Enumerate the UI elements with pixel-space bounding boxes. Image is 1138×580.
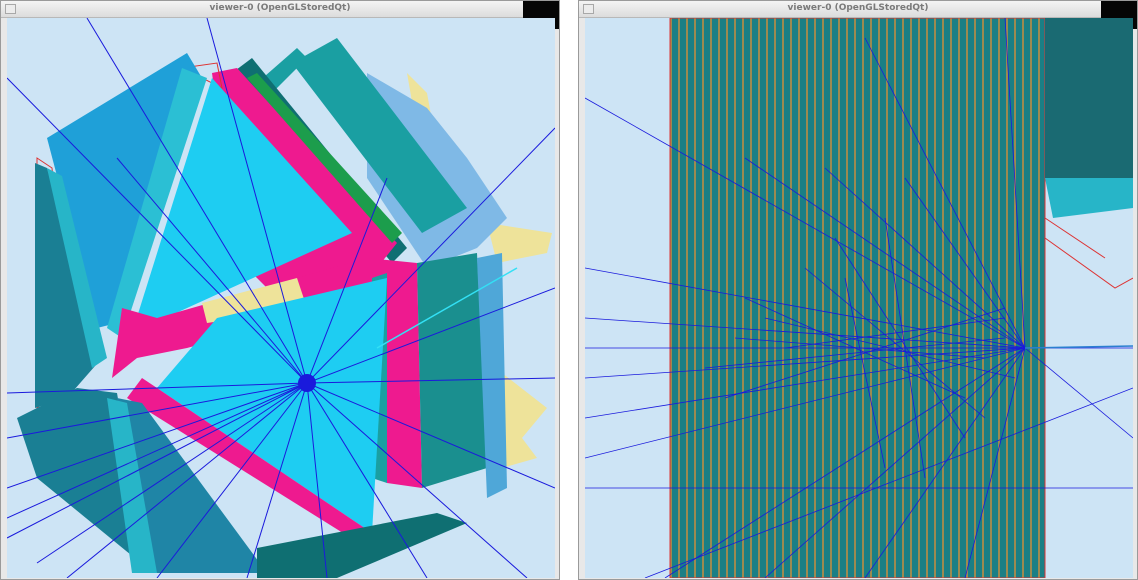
viewer-window-right: viewer-0 (OpenGLStoredQt) bbox=[578, 0, 1138, 580]
vertex bbox=[298, 374, 316, 392]
track-line bbox=[66, 382, 308, 578]
track-line bbox=[585, 347, 1026, 419]
opengl-viewport[interactable] bbox=[585, 18, 1133, 578]
right-module bbox=[1045, 18, 1133, 178]
track-line bbox=[844, 277, 886, 469]
track-line bbox=[724, 307, 1006, 399]
track-line bbox=[206, 18, 308, 384]
track-line bbox=[585, 347, 1026, 459]
track-line bbox=[1024, 347, 1133, 439]
track-line bbox=[306, 287, 555, 384]
detector-panel bbox=[502, 373, 547, 468]
track-line bbox=[7, 382, 308, 519]
detector-panel bbox=[35, 163, 102, 408]
detector-stave bbox=[107, 68, 207, 338]
track-line bbox=[864, 37, 1026, 349]
track-line bbox=[964, 347, 1026, 578]
track-line bbox=[864, 347, 1026, 578]
track-line bbox=[306, 382, 428, 578]
detector-slab bbox=[127, 378, 372, 548]
track-line bbox=[116, 157, 308, 384]
track-line bbox=[7, 382, 308, 539]
frame-outline bbox=[1044, 217, 1106, 259]
track-line bbox=[306, 382, 328, 578]
track-line bbox=[306, 127, 555, 384]
track-line bbox=[306, 377, 555, 384]
particle-tracks bbox=[7, 18, 555, 578]
track-line bbox=[306, 382, 555, 489]
detector-panel bbox=[417, 253, 487, 488]
track-line bbox=[306, 177, 388, 384]
viewer-window-left: viewer-0 (OpenGLStoredQt) bbox=[0, 0, 560, 580]
title-bar[interactable]: viewer-0 (OpenGLStoredQt) bbox=[1, 1, 559, 18]
track-line bbox=[156, 382, 308, 578]
right-module-stave bbox=[1045, 178, 1133, 218]
detector-strip bbox=[247, 73, 402, 243]
track-line bbox=[585, 347, 1026, 379]
track-line bbox=[664, 347, 1026, 578]
particle-shower bbox=[585, 18, 1133, 578]
track-line bbox=[884, 217, 926, 479]
track-line bbox=[704, 337, 1006, 369]
detector-panel bbox=[387, 263, 422, 488]
track-line bbox=[764, 347, 1026, 578]
detector-panel bbox=[487, 223, 552, 263]
detector-triangle bbox=[157, 278, 387, 533]
track-line bbox=[306, 382, 528, 578]
detector-slab bbox=[292, 38, 467, 233]
beam-line bbox=[1024, 345, 1133, 349]
detector-panel bbox=[47, 53, 202, 328]
opengl-viewport[interactable] bbox=[7, 18, 555, 578]
striped-slab bbox=[669, 18, 1046, 578]
detector-stave bbox=[107, 398, 157, 573]
track-line bbox=[1004, 18, 1026, 349]
track-line bbox=[36, 382, 308, 564]
detector-slab bbox=[257, 513, 467, 578]
detector-stave bbox=[47, 168, 107, 368]
track-line bbox=[246, 382, 308, 578]
track-line bbox=[644, 387, 1133, 578]
window-menu-icon[interactable] bbox=[5, 4, 16, 14]
title-bar[interactable]: viewer-0 (OpenGLStoredQt) bbox=[579, 1, 1137, 18]
window-title: viewer-0 (OpenGLStoredQt) bbox=[209, 3, 351, 13]
track-line bbox=[7, 77, 308, 384]
track-line bbox=[764, 317, 1016, 379]
track-line bbox=[7, 382, 308, 489]
detector-triangle bbox=[132, 78, 352, 333]
detector-panel bbox=[477, 253, 507, 498]
track-line bbox=[824, 167, 1026, 349]
track-line bbox=[7, 382, 308, 439]
cyan-track bbox=[376, 267, 518, 349]
track-line bbox=[834, 237, 966, 439]
detector-panel bbox=[117, 398, 267, 573]
track-line bbox=[585, 267, 1026, 349]
frame-outline bbox=[1044, 237, 1133, 289]
window-title: viewer-0 (OpenGLStoredQt) bbox=[787, 3, 929, 13]
window-menu-icon[interactable] bbox=[583, 4, 594, 14]
track-line bbox=[7, 382, 308, 394]
track-line bbox=[784, 317, 1006, 349]
track-line bbox=[904, 177, 1026, 349]
track-line bbox=[585, 97, 1026, 349]
track-line bbox=[86, 18, 308, 384]
